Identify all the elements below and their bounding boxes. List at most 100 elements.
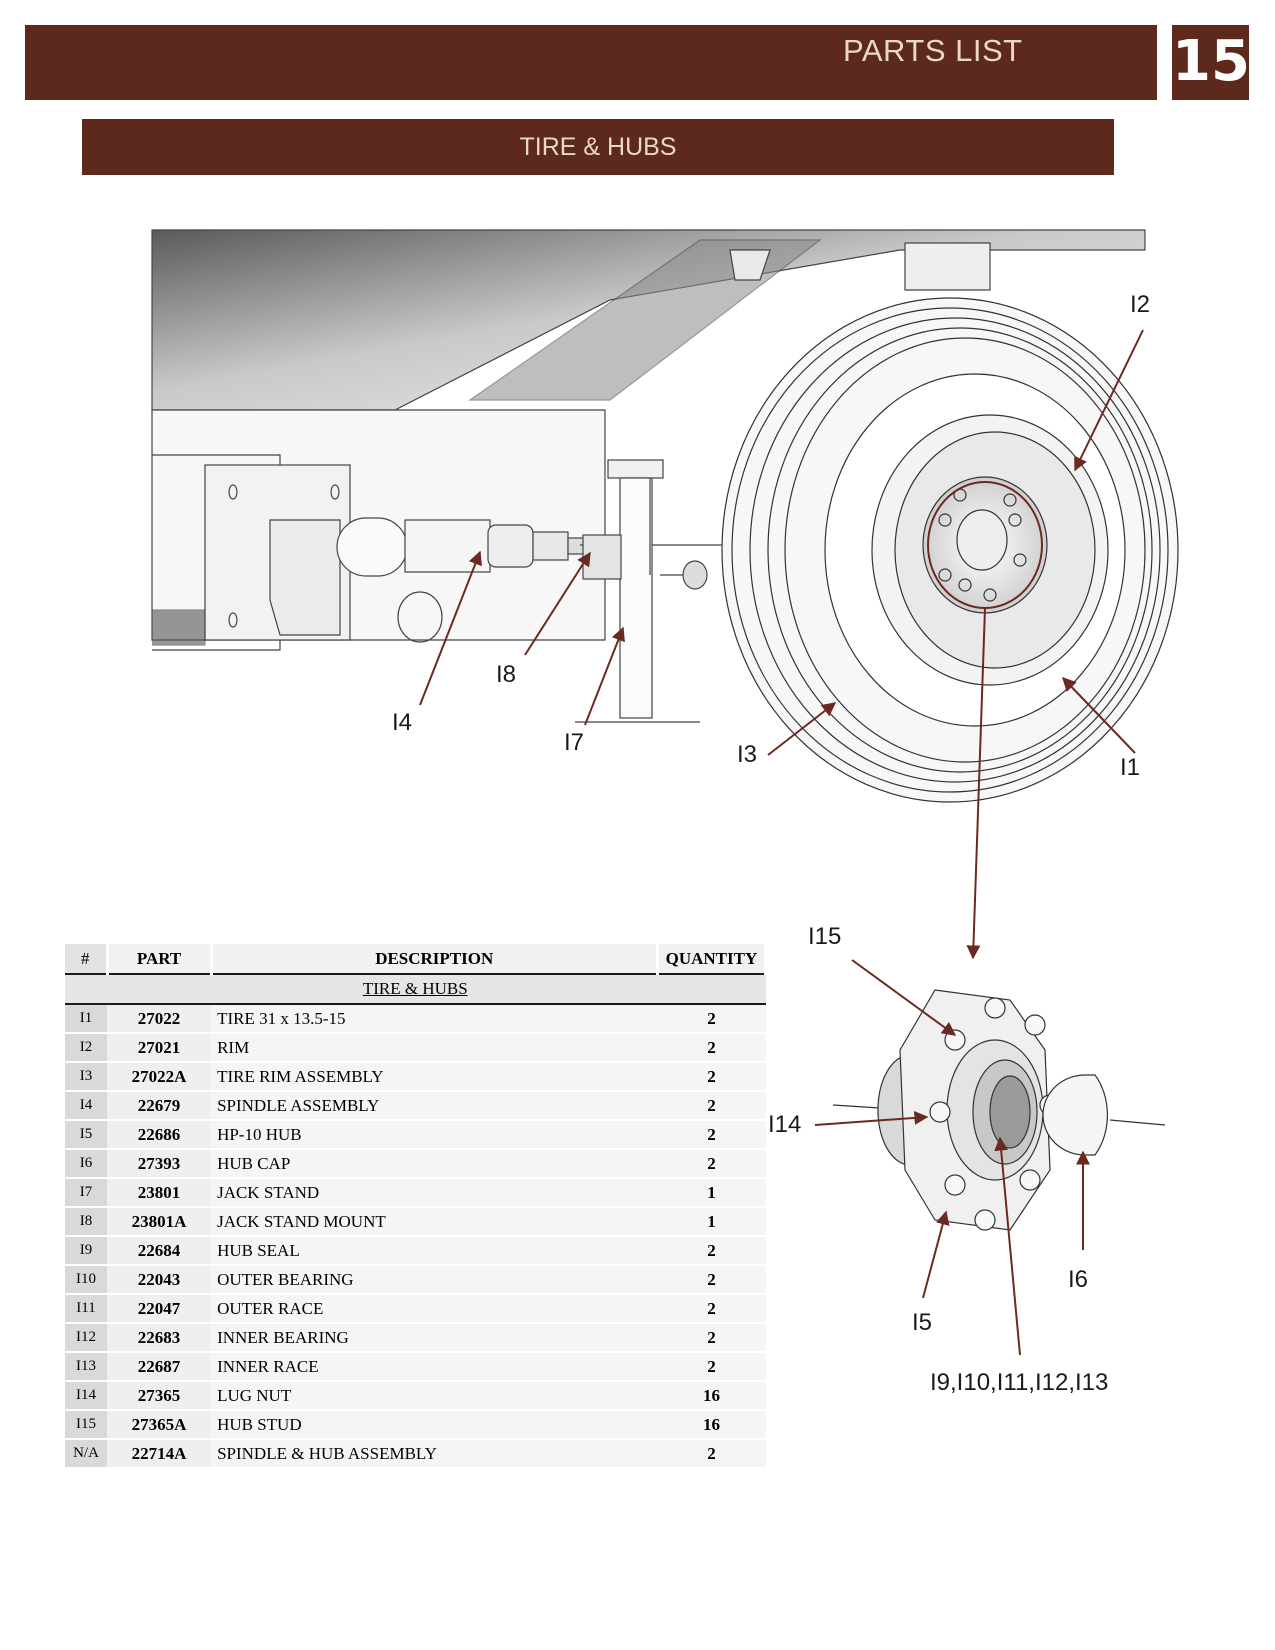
row-part: 22047 bbox=[107, 1294, 212, 1324]
trailer-frame-illustration bbox=[151, 229, 1146, 723]
callout-i15: I15 bbox=[808, 923, 841, 950]
row-description: HUB STUD bbox=[211, 1410, 658, 1440]
callout-i8: I8 bbox=[496, 661, 516, 688]
row-num: I10 bbox=[65, 1265, 108, 1295]
row-description: OUTER BEARING bbox=[211, 1265, 658, 1295]
header-num: # bbox=[65, 944, 109, 974]
row-quantity: 2 bbox=[657, 1062, 766, 1092]
row-part: 27365A bbox=[107, 1410, 212, 1440]
row-quantity: 2 bbox=[657, 1294, 766, 1324]
header-quantity: QUANTITY bbox=[657, 944, 768, 974]
table-subheader-row: TIRE & HUBS bbox=[65, 973, 766, 1005]
row-part: 27021 bbox=[107, 1033, 212, 1063]
callout-i2: I2 bbox=[1130, 291, 1150, 318]
page-number: 15 bbox=[1172, 25, 1250, 100]
row-num: I14 bbox=[65, 1381, 108, 1411]
row-num: I7 bbox=[65, 1178, 108, 1208]
row-num: N/A bbox=[65, 1439, 108, 1469]
callout-i4: I4 bbox=[392, 709, 412, 736]
callout-i1: I1 bbox=[1120, 754, 1140, 781]
row-description: TIRE RIM ASSEMBLY bbox=[211, 1062, 658, 1092]
row-quantity: 2 bbox=[657, 1439, 766, 1469]
row-num: I2 bbox=[65, 1033, 108, 1063]
section-title: TIRE & HUBS bbox=[82, 119, 1114, 175]
row-description: TIRE 31 x 13.5-15 bbox=[211, 1004, 658, 1034]
callout-i5: I5 bbox=[912, 1309, 932, 1336]
row-description: JACK STAND MOUNT bbox=[211, 1207, 658, 1237]
parts-table: # PART DESCRIPTION QUANTITY TIRE & HUBS … bbox=[65, 944, 768, 1469]
row-description: HP-10 HUB bbox=[211, 1120, 658, 1150]
row-description: INNER RACE bbox=[211, 1352, 658, 1382]
row-num: I4 bbox=[65, 1091, 108, 1121]
row-part: 27022 bbox=[107, 1004, 212, 1034]
table-header-row: # PART DESCRIPTION QUANTITY bbox=[65, 944, 768, 974]
row-description: OUTER RACE bbox=[211, 1294, 658, 1324]
row-quantity: 2 bbox=[657, 1236, 766, 1266]
callout-i14: I14 bbox=[768, 1111, 801, 1138]
row-num: I6 bbox=[65, 1149, 108, 1179]
tire-illustration bbox=[721, 297, 1179, 803]
row-part: 27365 bbox=[107, 1381, 212, 1411]
row-description: HUB CAP bbox=[211, 1149, 658, 1179]
row-part: 23801A bbox=[107, 1207, 212, 1237]
row-num: I13 bbox=[65, 1352, 108, 1382]
callout-i9-i13: I9,I10,I11,I12,I13 bbox=[930, 1369, 1108, 1396]
row-num: I12 bbox=[65, 1323, 108, 1353]
row-quantity: 2 bbox=[657, 1352, 766, 1382]
row-part: 22687 bbox=[107, 1352, 212, 1382]
callout-i7: I7 bbox=[564, 729, 584, 756]
row-part: 22679 bbox=[107, 1091, 212, 1121]
row-description: INNER BEARING bbox=[211, 1323, 658, 1353]
row-quantity: 1 bbox=[657, 1178, 766, 1208]
row-part: 22684 bbox=[107, 1236, 212, 1266]
row-num: I15 bbox=[65, 1410, 108, 1440]
row-num: I9 bbox=[65, 1236, 108, 1266]
row-quantity: 2 bbox=[657, 1091, 766, 1121]
row-quantity: 2 bbox=[657, 1004, 766, 1034]
row-num: I11 bbox=[65, 1294, 108, 1324]
row-quantity: 2 bbox=[657, 1265, 766, 1295]
callout-i3: I3 bbox=[737, 741, 757, 768]
row-quantity: 16 bbox=[657, 1410, 766, 1440]
row-part: 27022A bbox=[107, 1062, 212, 1092]
row-quantity: 2 bbox=[657, 1323, 766, 1353]
row-part: 27393 bbox=[107, 1149, 212, 1179]
row-description: HUB SEAL bbox=[211, 1236, 658, 1266]
row-description: JACK STAND bbox=[211, 1178, 658, 1208]
header-bar bbox=[25, 25, 1157, 100]
row-num: I3 bbox=[65, 1062, 108, 1092]
header-part: PART bbox=[107, 944, 213, 974]
row-quantity: 2 bbox=[657, 1033, 766, 1063]
page-title: PARTS LIST bbox=[843, 33, 1023, 68]
row-description: LUG NUT bbox=[211, 1381, 658, 1411]
row-description: SPINDLE ASSEMBLY bbox=[211, 1091, 658, 1121]
row-description: RIM bbox=[211, 1033, 658, 1063]
table-subheader: TIRE & HUBS bbox=[65, 973, 766, 1005]
row-quantity: 16 bbox=[657, 1381, 766, 1411]
row-num: I8 bbox=[65, 1207, 108, 1237]
row-description: SPINDLE & HUB ASSEMBLY bbox=[211, 1439, 658, 1469]
row-quantity: 2 bbox=[657, 1120, 766, 1150]
row-part: 22683 bbox=[107, 1323, 212, 1353]
leader-lines bbox=[419, 329, 1144, 1356]
row-quantity: 1 bbox=[657, 1207, 766, 1237]
row-part: 22686 bbox=[107, 1120, 212, 1150]
row-num: I5 bbox=[65, 1120, 108, 1150]
callout-i6: I6 bbox=[1068, 1266, 1088, 1293]
